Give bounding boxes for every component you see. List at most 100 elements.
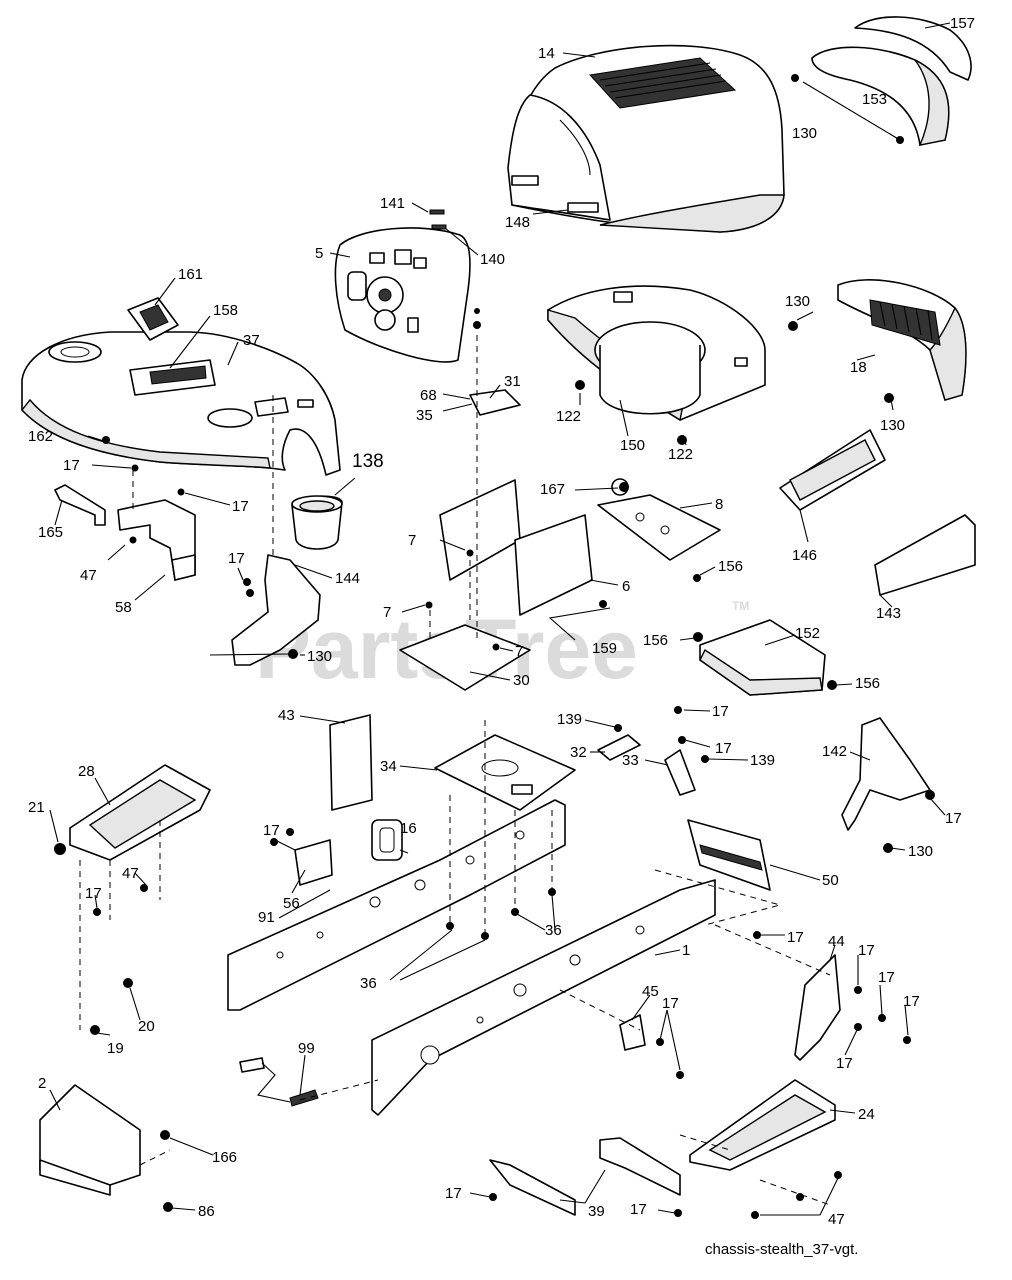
callout-16: 16 xyxy=(400,820,417,837)
callout-17: 17 xyxy=(945,810,962,827)
callout-31: 31 xyxy=(504,373,521,390)
part-bracket-39b xyxy=(599,1137,681,1196)
part-frame-rail-left xyxy=(227,799,566,1011)
callout-7: 7 xyxy=(383,604,391,621)
callout-56: 56 xyxy=(283,895,300,912)
callout-17: 17 xyxy=(228,550,245,567)
callout-35: 35 xyxy=(416,407,433,424)
callout-36: 36 xyxy=(360,975,377,992)
callout-33: 33 xyxy=(622,752,639,769)
part-cup-holder xyxy=(291,495,343,550)
part-bracket-142 xyxy=(841,717,931,831)
part-bracket-56 xyxy=(294,839,333,886)
diagram-filename: chassis-stealth_37-vgt. xyxy=(705,1241,858,1258)
callout-32: 32 xyxy=(570,744,587,761)
callout-1: 1 xyxy=(682,942,690,959)
callout-20: 20 xyxy=(138,1018,155,1035)
callout-5: 5 xyxy=(315,245,323,262)
callout-156: 156 xyxy=(855,675,880,692)
part-bracket-45 xyxy=(619,1014,646,1051)
callout-17: 17 xyxy=(263,822,280,839)
callout-130: 130 xyxy=(307,648,332,665)
part-footrest-24 xyxy=(689,1079,836,1171)
callout-159: 159 xyxy=(592,640,617,657)
callout-28: 28 xyxy=(78,763,95,780)
callout-17: 17 xyxy=(232,498,249,515)
callout-156: 156 xyxy=(643,632,668,649)
callout-39: 39 xyxy=(588,1203,605,1220)
part-bracket-32 xyxy=(597,734,641,761)
callout-141: 141 xyxy=(380,195,405,212)
part-frame-rail-right xyxy=(371,879,716,1116)
watermark-tm: TM xyxy=(732,599,749,613)
callout-130: 130 xyxy=(792,125,817,142)
callout-146: 146 xyxy=(792,547,817,564)
callout-139: 139 xyxy=(557,711,582,728)
part-bracket-39 xyxy=(489,1159,576,1216)
callout-58: 58 xyxy=(115,599,132,616)
callout-43: 43 xyxy=(278,707,295,724)
part-panel-143 xyxy=(874,514,976,596)
fasteners xyxy=(54,308,935,1219)
callout-156: 156 xyxy=(718,558,743,575)
callout-122: 122 xyxy=(556,408,581,425)
part-mount xyxy=(231,554,321,666)
callout-142: 142 xyxy=(822,743,847,760)
callout-130: 130 xyxy=(908,843,933,860)
callout-130: 130 xyxy=(785,293,810,310)
callout-162: 162 xyxy=(28,428,53,445)
callout-91: 91 xyxy=(258,909,275,926)
callout-17: 17 xyxy=(63,457,80,474)
part-plate-2 xyxy=(39,1084,173,1212)
callout-166: 166 xyxy=(212,1149,237,1166)
callout-24: 24 xyxy=(858,1106,875,1123)
callout-30: 30 xyxy=(513,672,530,689)
callout-165: 165 xyxy=(38,524,63,541)
callout-37: 37 xyxy=(243,332,260,349)
callout-7: 7 xyxy=(408,532,416,549)
callout-158: 158 xyxy=(213,302,238,319)
part-brackets-left xyxy=(54,484,196,581)
part-grille xyxy=(837,279,967,401)
callout-17: 17 xyxy=(787,929,804,946)
callout-153: 153 xyxy=(862,91,887,108)
callout-144: 144 xyxy=(335,570,360,587)
leader-lines xyxy=(49,22,951,1216)
callout-86: 86 xyxy=(198,1203,215,1220)
callout-47: 47 xyxy=(828,1211,845,1228)
callout-17: 17 xyxy=(85,885,102,902)
part-bracket-33 xyxy=(664,749,696,796)
callout-14: 14 xyxy=(538,45,555,62)
callout-148: 148 xyxy=(505,214,530,231)
callout-17: 17 xyxy=(712,703,729,720)
callout-130: 130 xyxy=(880,417,905,434)
part-floor-pan xyxy=(547,285,766,422)
callout-167: 167 xyxy=(540,481,565,498)
part-grille-cover xyxy=(791,16,972,146)
callout-17: 17 xyxy=(903,993,920,1010)
assembly-lines xyxy=(79,335,831,1206)
callout-18: 18 xyxy=(850,359,867,376)
callout-17: 17 xyxy=(662,995,679,1012)
part-footrest-28 xyxy=(69,764,211,861)
callout-2: 2 xyxy=(38,1075,46,1092)
callout-138: 138 xyxy=(352,451,384,472)
part-steering-support xyxy=(399,389,721,691)
part-fender xyxy=(21,331,341,476)
callout-6: 6 xyxy=(622,578,630,595)
callout-17: 17 xyxy=(630,1201,647,1218)
callout-68: 68 xyxy=(420,387,437,404)
part-lever-99 xyxy=(239,1057,319,1107)
callout-labels: 14 157 153 130 148 141 5 140 161 158 37 … xyxy=(28,15,975,1228)
part-hood xyxy=(507,44,785,233)
callout-21: 21 xyxy=(28,799,45,816)
callout-122: 122 xyxy=(668,446,693,463)
part-bracket-44 xyxy=(794,954,841,1061)
callout-143: 143 xyxy=(876,605,901,622)
callout-36: 36 xyxy=(545,922,562,939)
part-bracket-43 xyxy=(329,714,373,811)
callout-47: 47 xyxy=(80,567,97,584)
part-footrest-152 xyxy=(699,619,826,696)
callout-34: 34 xyxy=(380,758,397,775)
